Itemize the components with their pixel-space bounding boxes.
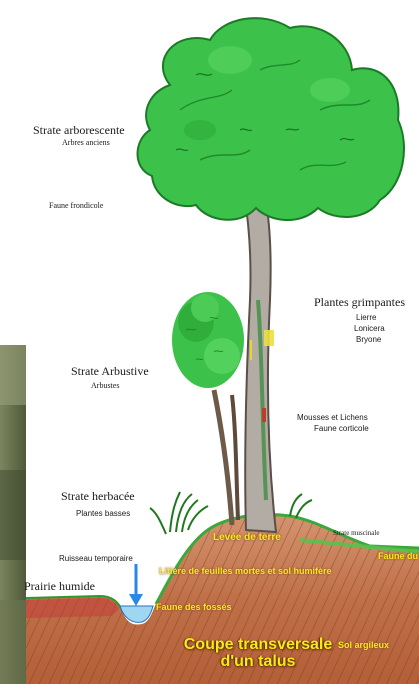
climber-item-bryone: Bryone [356, 336, 381, 344]
litiere-label: Litière de feuilles mortes et sol humifè… [159, 567, 332, 576]
ruisseau-temporaire-label: Ruisseau temporaire [59, 555, 133, 563]
levee-de-terre-label: Levée de terre [213, 533, 281, 543]
strate-muscinale-label: Strate muscinale [333, 530, 379, 537]
climber-item-lierre: Lierre [356, 314, 376, 322]
sol-argileux-label: Sol argileux [338, 641, 389, 650]
title-line-1: Coupe transversale [178, 637, 338, 654]
strate-arborescente-label: Strate arborescente [33, 124, 125, 136]
background-photo-strip [0, 345, 26, 684]
climber-item-lonicera: Lonicera [354, 325, 385, 333]
prairie-humide-label: Prairie humide [24, 580, 95, 592]
strate-arbustive-label: Strate Arbustive [71, 365, 149, 377]
faune-des-fosses-label: Faune des fossés [156, 603, 232, 612]
title-line-2: d'un talus [178, 654, 338, 671]
arbres-anciens-label: Arbres anciens [62, 139, 110, 147]
faune-du-sol-label: Faune du sol [378, 552, 419, 561]
mousses-lichens-label: Mousses et Lichens [297, 414, 368, 422]
faune-frondicole-label: Faune frondicole [49, 202, 103, 210]
tree-canopy [138, 18, 405, 220]
arbustes-label: Arbustes [91, 382, 119, 390]
plantes-grimpantes-label: Plantes grimpantes [314, 296, 405, 308]
arrow-down-icon [129, 564, 143, 606]
plantes-basses-label: Plantes basses [76, 510, 130, 518]
diagram-title: Coupe transversale d'un talus [178, 637, 338, 671]
strate-herbacee-label: Strate herbacée [61, 490, 135, 502]
shrub [172, 292, 244, 525]
faune-corticole-label: Faune corticole [314, 425, 369, 433]
